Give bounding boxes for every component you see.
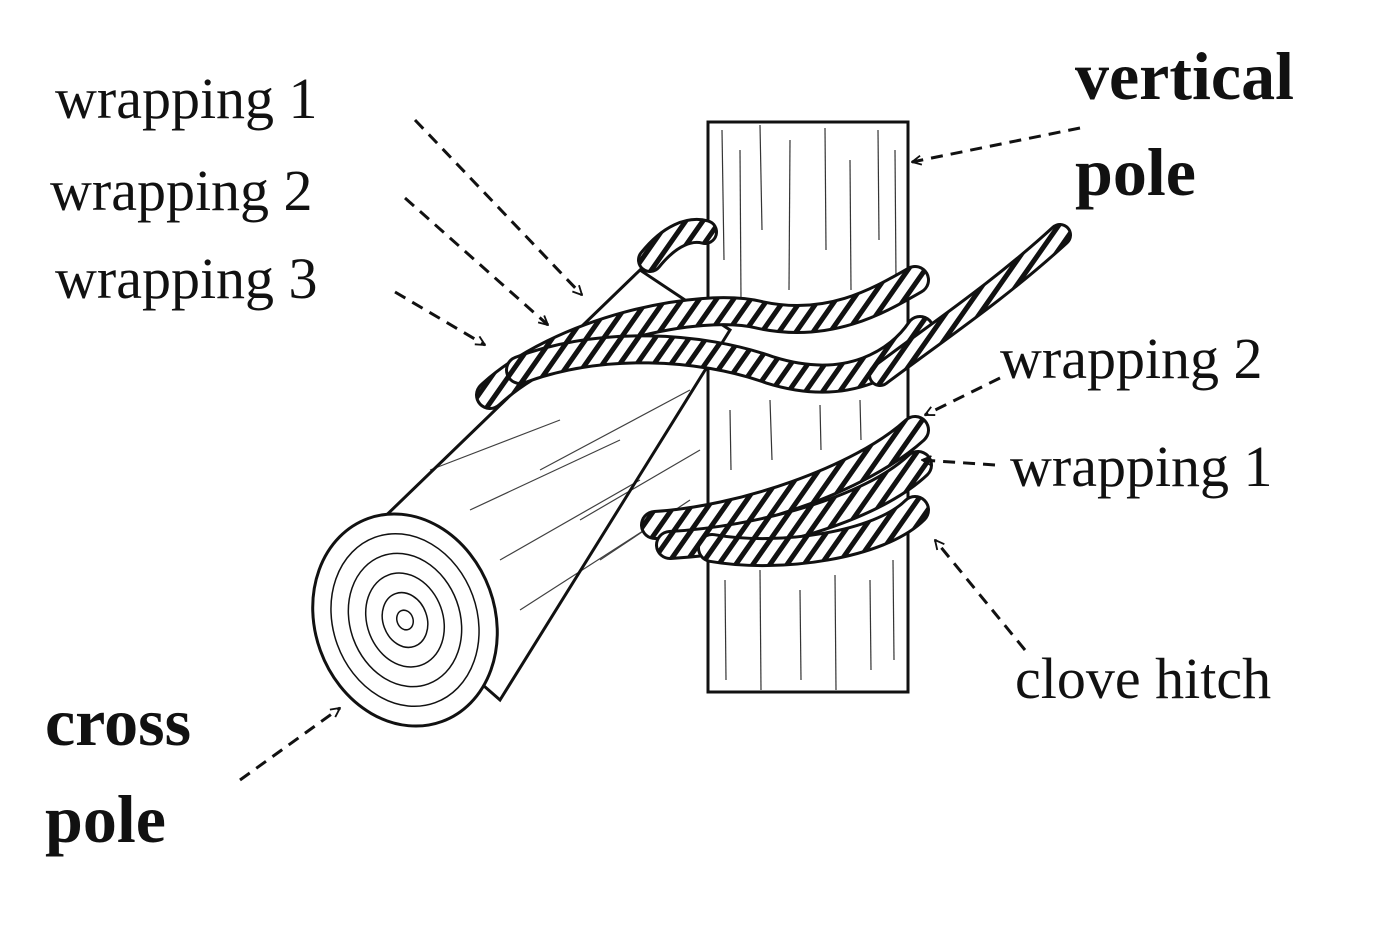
label-left-wrapping-2: wrapping 2 [50, 158, 313, 223]
rope-lashing [475, 218, 1072, 568]
label-left-wrapping-3: wrapping 3 [55, 246, 318, 311]
label-right-wrapping-1: wrapping 1 [1010, 434, 1273, 499]
label-right-wrapping-2: wrapping 2 [1000, 326, 1263, 391]
label-clove-hitch: clove hitch [1015, 646, 1272, 711]
arrow-left-wrapping-2 [404, 196, 548, 325]
arrow-cross-pole [239, 706, 340, 782]
vertical-pole [706, 120, 910, 694]
arrow-right-wrapping-2 [925, 376, 1001, 417]
label-left-wrapping-1: wrapping 1 [55, 66, 318, 131]
arrow-vertical-pole [912, 126, 1081, 162]
label-vertical-pole-line1: vertical [1075, 38, 1294, 114]
cross-pole [311, 268, 733, 728]
arrow-clove-hitch [935, 540, 1027, 651]
arrow-left-wrapping-3 [394, 290, 485, 347]
arrow-left-wrapping-1 [413, 118, 582, 295]
label-vertical-pole-line2: pole [1075, 134, 1196, 210]
label-cross-pole-line1: cross [45, 684, 192, 760]
label-cross-pole-line2: pole [45, 781, 166, 857]
arrow-right-wrapping-1 [922, 460, 996, 467]
